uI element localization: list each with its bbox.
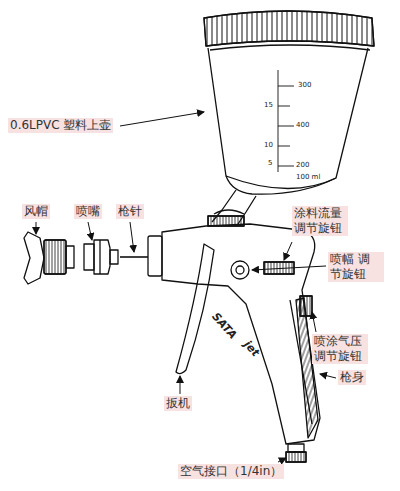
scale-number: 300 <box>298 82 311 89</box>
part-label: 涂料流量 调节旋钮 <box>292 206 348 236</box>
scale-number: 200 <box>296 162 309 169</box>
part-label: 喷嘴 <box>74 204 102 219</box>
part-label: 枪针 <box>116 204 144 219</box>
part-label: 枪身 <box>338 370 366 385</box>
part-label: 喷涂气压 调节旋钮 <box>312 334 368 364</box>
scale-number: 15 <box>264 102 273 109</box>
brand-text: SATA <box>209 310 239 341</box>
part-label: 风帽 <box>22 204 50 219</box>
part-label: 0.6LPVC 塑料上壶 <box>8 118 113 133</box>
part-label: 喷幅 调节旋钮 <box>328 252 384 282</box>
scale-number: 5 <box>268 160 272 167</box>
scale-number: 400 <box>296 122 309 129</box>
part-label: 空气接口（1/4in） <box>178 464 284 479</box>
scale-number: 10 <box>264 142 273 149</box>
part-label: 扳机 <box>164 396 192 411</box>
scale-number: 100 ml <box>296 174 320 181</box>
